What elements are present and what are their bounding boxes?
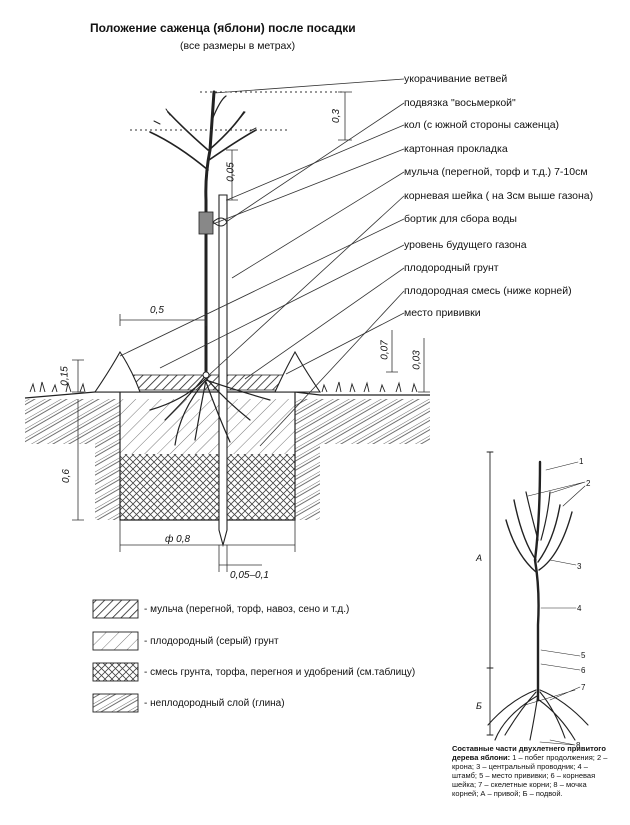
dim-0-03: 0,03 xyxy=(411,350,423,370)
legend-soil: - плодородный (серый) грунт xyxy=(144,636,279,647)
tree-caption: Составные части двухлетнего привитого де… xyxy=(452,744,612,798)
caption-body: 1 – побег продолжения; 2 – крона; 3 – це… xyxy=(452,753,608,798)
label-pruning: укорачивание ветвей xyxy=(404,73,508,85)
leader-lines xyxy=(119,78,405,447)
dim-0-5: 0,5 xyxy=(150,305,164,316)
tree-num-7: 7 xyxy=(581,683,586,692)
dim-0-05-0-1: 0,05–0,1 xyxy=(230,570,269,581)
pruning-guides xyxy=(130,91,345,131)
dim-0-6: 0,6 xyxy=(60,469,72,483)
tree-num-3: 3 xyxy=(577,562,582,571)
dim-0-15: 0,15 xyxy=(59,366,71,386)
caption-heading: Составные части двухлетнего привитого де… xyxy=(452,744,606,762)
label-root-collar: корневая шейка ( на 3см выше газона) xyxy=(404,190,594,202)
dim-diameter-0-8: ф 0,8 xyxy=(165,534,191,545)
dimension-lines xyxy=(72,91,430,572)
ground xyxy=(24,381,430,444)
diagram-title: Положение саженца (яблони) после посадки xyxy=(90,21,356,35)
legend-clay: - неплодородный слой (глина) xyxy=(144,698,285,709)
dim-0-05-top: 0,05 xyxy=(225,162,237,182)
tree-num-8: 8 xyxy=(576,741,581,750)
label-stake: кол (с южной стороны саженца) xyxy=(404,119,560,131)
legend-mix: - смесь грунта, торфа, перегноя и удобре… xyxy=(144,667,416,678)
label-cardboard: картонная прокладка xyxy=(404,143,508,155)
label-lawn-level: уровень будущего газона xyxy=(404,239,527,251)
legend-mulch: - мульча (перегной, торф, навоз, сено и … xyxy=(144,604,350,615)
tree-num-4: 4 xyxy=(577,604,582,613)
tree-num-5: 5 xyxy=(581,651,586,660)
legend-swatches xyxy=(92,599,139,713)
tree-letter-a: А xyxy=(476,553,483,563)
tree-num-2: 2 xyxy=(586,479,591,488)
two-year-tree xyxy=(486,451,589,746)
label-fertile-mix: плодородная смесь (ниже корней) xyxy=(404,285,572,297)
dim-0-3: 0,3 xyxy=(330,109,342,123)
tree-letter-b: Б xyxy=(476,701,482,711)
planting-pit xyxy=(95,392,320,521)
tree-num-6: 6 xyxy=(581,666,586,675)
label-graft-site: место прививки xyxy=(404,307,481,319)
diagram-subtitle: (все размеры в метрах) xyxy=(180,40,296,52)
label-mulch: мульча (перегной, торф и т.д.) 7-10см xyxy=(404,166,588,178)
label-fertile-soil: плодородный грунт xyxy=(404,262,499,274)
label-figure-eight-tie: подвязка "восьмеркой" xyxy=(404,97,516,109)
stake xyxy=(218,194,228,548)
dim-0-07: 0,07 xyxy=(379,340,391,360)
label-water-rim: бортик для сбора воды xyxy=(404,213,517,225)
seedling xyxy=(149,90,271,446)
tree-num-1: 1 xyxy=(579,457,584,466)
